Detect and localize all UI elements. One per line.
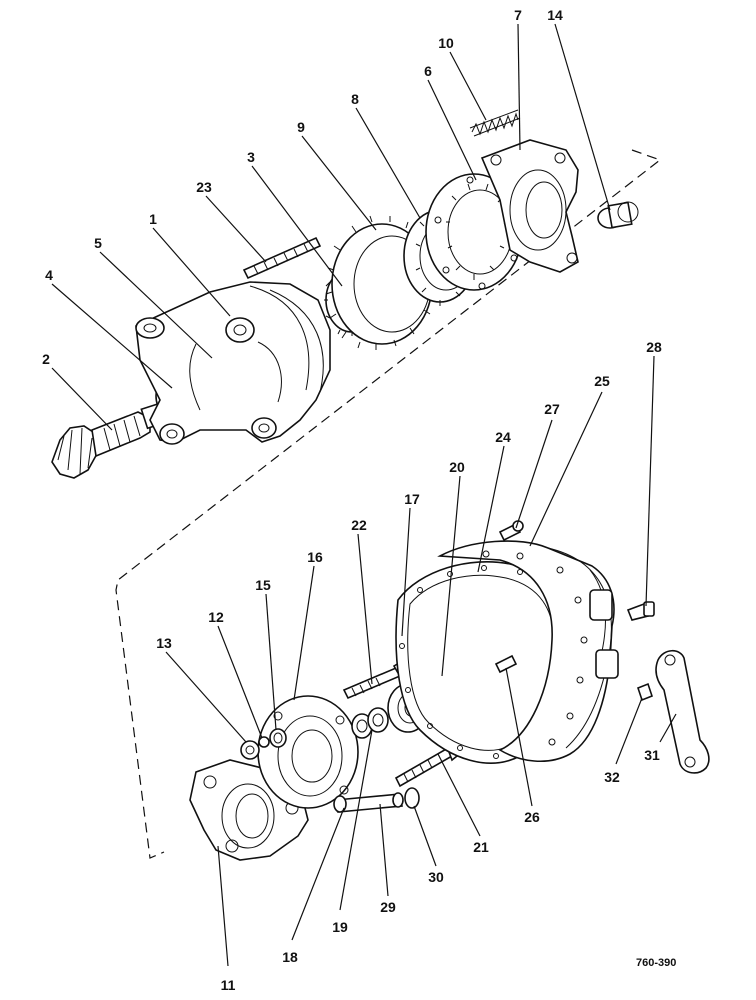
callout-labels: 1 2 3 4 5 6 7 8 9 10 11 12 13 14 15 16 1… bbox=[42, 7, 662, 993]
callout-14: 14 bbox=[547, 7, 563, 23]
part-13-ring bbox=[240, 740, 260, 760]
callout-7: 7 bbox=[514, 7, 522, 23]
callout-5: 5 bbox=[94, 235, 102, 251]
part-12-ring bbox=[258, 736, 270, 748]
callout-3: 3 bbox=[247, 149, 255, 165]
leader-lines bbox=[51, 23, 677, 967]
part-15-ring bbox=[269, 728, 287, 748]
part-27-screw bbox=[498, 520, 524, 542]
assembly-boundary bbox=[115, 149, 662, 859]
callout-8: 8 bbox=[351, 91, 359, 107]
callout-25: 25 bbox=[594, 373, 610, 389]
part-30-o-ring bbox=[404, 787, 420, 809]
callout-13: 13 bbox=[156, 635, 172, 651]
callout-21: 21 bbox=[473, 839, 489, 855]
callout-12: 12 bbox=[208, 609, 224, 625]
callout-9: 9 bbox=[297, 119, 305, 135]
callout-24: 24 bbox=[495, 429, 511, 445]
callout-18: 18 bbox=[282, 949, 298, 965]
callout-30: 30 bbox=[428, 869, 444, 885]
callout-10: 10 bbox=[438, 35, 454, 51]
callout-28: 28 bbox=[646, 339, 662, 355]
part-19-washer bbox=[351, 707, 389, 739]
part-14-sleeve bbox=[597, 201, 639, 229]
part-16-carrier bbox=[257, 695, 359, 809]
callout-22: 22 bbox=[351, 517, 367, 533]
callout-4: 4 bbox=[45, 267, 53, 283]
callout-27: 27 bbox=[544, 401, 560, 417]
cover-plate bbox=[480, 139, 579, 273]
part-31-lever bbox=[655, 649, 710, 774]
part-28-screw bbox=[626, 601, 655, 621]
callout-26: 26 bbox=[524, 809, 540, 825]
callout-20: 20 bbox=[449, 459, 465, 475]
part-26-pin bbox=[494, 654, 518, 674]
callout-1: 1 bbox=[149, 211, 157, 227]
callout-31: 31 bbox=[644, 747, 660, 763]
callout-32: 32 bbox=[604, 769, 620, 785]
part-1-housing bbox=[135, 281, 331, 445]
figure-id: 760-390 bbox=[636, 957, 676, 969]
part-7-spring bbox=[469, 109, 521, 137]
callout-16: 16 bbox=[307, 549, 323, 565]
callout-15: 15 bbox=[255, 577, 271, 593]
callout-17: 17 bbox=[404, 491, 420, 507]
callout-29: 29 bbox=[380, 899, 396, 915]
callout-6: 6 bbox=[424, 63, 432, 79]
part-29-pin bbox=[333, 792, 404, 813]
part-23-stud bbox=[242, 236, 322, 280]
callout-19: 19 bbox=[332, 919, 348, 935]
callout-23: 23 bbox=[196, 179, 212, 195]
part-25-main-housing bbox=[437, 540, 619, 763]
part-2-pinion-shaft bbox=[51, 402, 166, 479]
part-32-pin bbox=[637, 682, 653, 702]
callout-2: 2 bbox=[42, 351, 50, 367]
callout-11: 11 bbox=[221, 977, 236, 993]
